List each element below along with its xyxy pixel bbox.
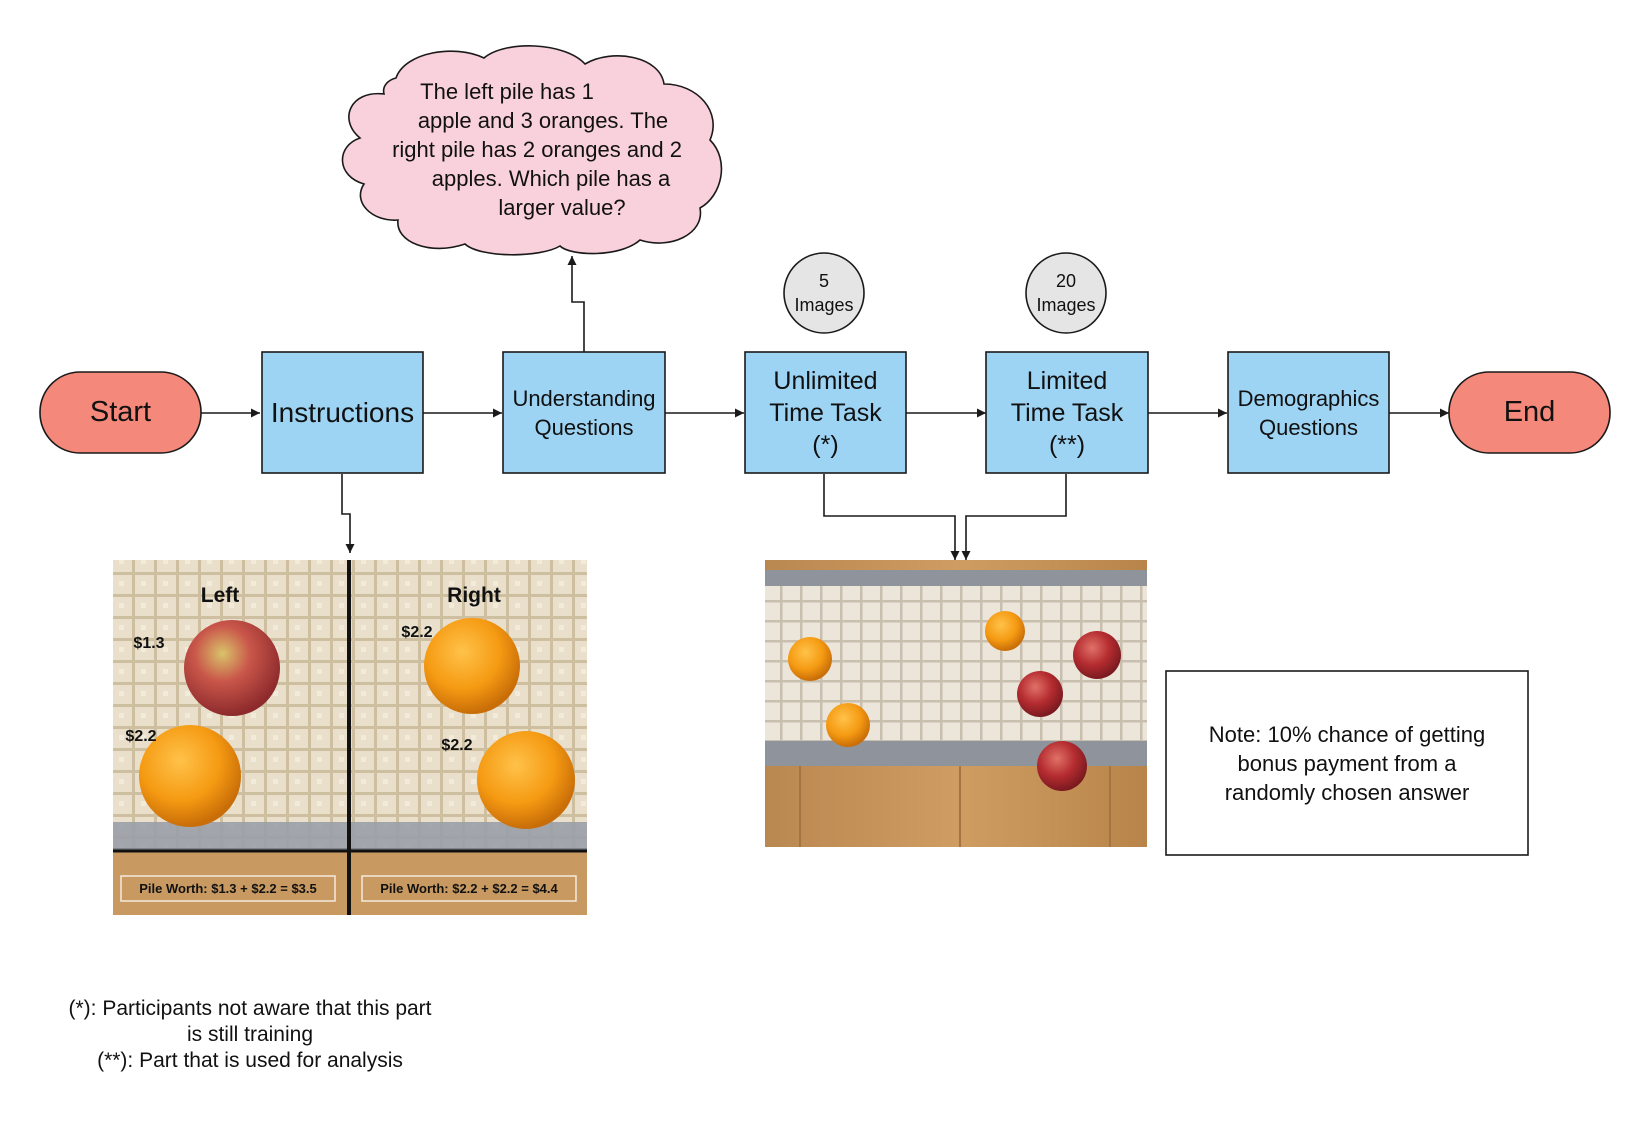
note-line-3: randomly chosen answer bbox=[1224, 779, 1470, 805]
note-box bbox=[1165, 670, 1529, 856]
demographics-label-line-1: Demographics bbox=[1237, 385, 1380, 411]
limited-label-line-3: (**) bbox=[1048, 430, 1086, 459]
cloud-line-4: apples. Which pile has a bbox=[431, 165, 671, 191]
example-right-heading: Right bbox=[447, 584, 501, 608]
note-text: Note: 10% chance of getting bonus paymen… bbox=[1166, 671, 1528, 855]
understanding-label: Understanding Questions bbox=[503, 352, 665, 473]
limited-label-line-2: Time Task bbox=[1010, 398, 1124, 427]
unlimited-label-line-1: Unlimited bbox=[773, 366, 878, 395]
understanding-label-line-1: Understanding bbox=[512, 385, 656, 411]
example-right-price-top: $2.2 bbox=[401, 624, 433, 642]
task-orange-1 bbox=[788, 637, 832, 681]
understanding-label-line-2: Questions bbox=[534, 414, 634, 440]
arrow-understanding-to-cloud bbox=[567, 256, 585, 352]
arrow-limited-to-photo bbox=[961, 474, 1067, 560]
limited-count-unit: Images bbox=[1036, 295, 1096, 315]
apple-left bbox=[184, 620, 280, 716]
unlimited-count-number: 5 bbox=[818, 271, 829, 291]
demographics-box bbox=[1227, 351, 1390, 474]
limited-box bbox=[985, 351, 1149, 474]
question-cloud-text: The left pile has 1 apple and 3 oranges.… bbox=[352, 74, 722, 224]
limited-label-line-1: Limited bbox=[1026, 366, 1108, 395]
example-left-worth: Pile Worth: $1.3 + $2.2 = $3.5 bbox=[139, 880, 317, 896]
task-apple-1 bbox=[1073, 631, 1121, 679]
note-line-1: Note: 10% chance of getting bbox=[1208, 721, 1486, 747]
arrow-instructions-to-example bbox=[341, 474, 355, 553]
unlimited-label-line-2: Time Task bbox=[769, 398, 882, 427]
unlimited-label-line-3: (*) bbox=[812, 430, 839, 459]
limited-label: Limited Time Task (**) bbox=[986, 352, 1148, 473]
instructions-label: Instructions bbox=[270, 396, 415, 428]
unlimited-count-unit: Images bbox=[794, 295, 854, 315]
arrow-unlimited-to-photo bbox=[823, 474, 960, 560]
demographics-label: Demographics Questions bbox=[1228, 352, 1389, 473]
limited-count-circle bbox=[1025, 252, 1107, 334]
instructions-box bbox=[261, 351, 424, 474]
task-orange-3 bbox=[985, 611, 1025, 651]
example-right-price-bottom: $2.2 bbox=[441, 737, 473, 755]
limited-count-number: 20 bbox=[1055, 271, 1077, 291]
task-apple-3 bbox=[1037, 741, 1087, 791]
cloud-line-2: apple and 3 oranges. The bbox=[417, 107, 669, 133]
demographics-label-line-2: Questions bbox=[1258, 414, 1359, 440]
example-left-price-apple: $1.3 bbox=[133, 635, 165, 653]
cloud-line-1: The left pile has 1 bbox=[420, 78, 594, 104]
example-right-worth: Pile Worth: $2.2 + $2.2 = $4.4 bbox=[380, 880, 558, 896]
unlimited-count-circle bbox=[783, 252, 865, 334]
orange-right-top bbox=[424, 618, 520, 714]
question-cloud-shape bbox=[341, 45, 723, 256]
cloud-line-5: larger value? bbox=[498, 194, 626, 220]
footnotes: (*): Participants not aware that this pa… bbox=[30, 996, 470, 1074]
start-terminal bbox=[39, 371, 202, 454]
understanding-box bbox=[502, 351, 666, 474]
end-terminal bbox=[1448, 371, 1611, 454]
example-left-price-orange: $2.2 bbox=[125, 728, 157, 746]
task-photo bbox=[765, 560, 1147, 847]
limited-count-label: 20 Images bbox=[1026, 253, 1106, 333]
cloud-line-3: right pile has 2 oranges and 2 bbox=[392, 136, 682, 162]
footnote-line-1: (*): Participants not aware that this pa… bbox=[68, 997, 432, 1020]
note-line-2: bonus payment from a bbox=[1237, 750, 1457, 776]
task-apple-2 bbox=[1017, 671, 1063, 717]
footnote-line-2: is still training bbox=[186, 1023, 314, 1046]
orange-right-bottom bbox=[477, 731, 575, 829]
unlimited-box bbox=[744, 351, 907, 474]
end-label: End bbox=[1503, 396, 1556, 429]
example-photo bbox=[113, 560, 587, 915]
unlimited-count-label: 5 Images bbox=[784, 253, 864, 333]
example-left-heading: Left bbox=[200, 584, 240, 608]
unlimited-label: Unlimited Time Task (*) bbox=[745, 352, 906, 473]
start-label: Start bbox=[89, 396, 152, 429]
task-orange-2 bbox=[826, 703, 870, 747]
footnote-line-3: (**): Part that is used for analysis bbox=[97, 1049, 403, 1072]
orange-left bbox=[139, 725, 241, 827]
